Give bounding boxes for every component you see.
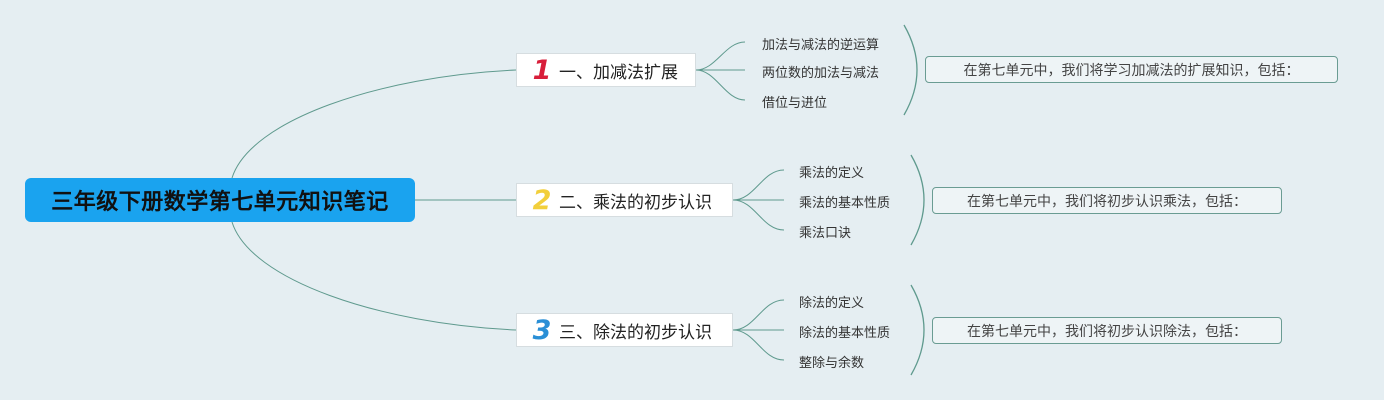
leaf-1-1[interactable]: 加法与减法的逆运算	[762, 38, 880, 53]
branch-number-2: 2	[532, 184, 552, 216]
summary-brace-2	[910, 154, 925, 246]
connector-branch-3-leaf-3	[732, 329, 785, 361]
root-topic[interactable]: 三年级下册数学第七单元知识笔记	[25, 178, 415, 222]
root-topic-label: 三年级下册数学第七单元知识笔记	[51, 190, 389, 215]
branch-number-3: 3	[532, 314, 552, 346]
leaf-3-1[interactable]: 除法的定义	[799, 296, 865, 311]
connector-branch-3-leaf-1	[732, 299, 785, 331]
leaf-2-2[interactable]: 乘法的基本性质	[799, 196, 891, 211]
summary-3[interactable]: 在第七单元中，我们将初步认识除法，包括：	[932, 317, 1282, 344]
connector-branch-1-leaf-1	[695, 41, 746, 71]
branch-topic-1[interactable]: 1 一、加减法扩展	[516, 53, 696, 87]
connector-branch-2-leaf-1	[732, 169, 785, 201]
summary-brace-3	[910, 284, 925, 376]
branch-label-3: 三、除法的初步认识	[559, 322, 712, 343]
leaf-1-3[interactable]: 借位与进位	[762, 96, 828, 111]
branch-topic-2[interactable]: 2 二、乘法的初步认识	[516, 183, 733, 217]
branch-label-1: 一、加减法扩展	[559, 62, 678, 83]
connector-branch-2-leaf-3	[732, 199, 785, 231]
summary-brace-1	[903, 24, 918, 116]
leaf-2-3[interactable]: 乘法口诀	[799, 226, 852, 241]
leaf-3-3[interactable]: 整除与余数	[799, 356, 865, 371]
connector-root-branch-3	[231, 221, 517, 331]
branch-number-1: 1	[532, 54, 552, 86]
connector-branch-1-leaf-3	[695, 69, 746, 101]
leaf-2-1[interactable]: 乘法的定义	[799, 166, 865, 181]
branch-label-2: 二、乘法的初步认识	[559, 192, 712, 213]
leaf-3-2[interactable]: 除法的基本性质	[799, 326, 891, 341]
summary-1[interactable]: 在第七单元中，我们将学习加减法的扩展知识，包括：	[925, 56, 1338, 83]
branch-topic-3[interactable]: 3 三、除法的初步认识	[516, 313, 733, 347]
connector-root-branch-1	[231, 69, 517, 179]
summary-2[interactable]: 在第七单元中，我们将初步认识乘法，包括：	[932, 187, 1282, 214]
leaf-1-2[interactable]: 两位数的加法与减法	[762, 66, 880, 81]
